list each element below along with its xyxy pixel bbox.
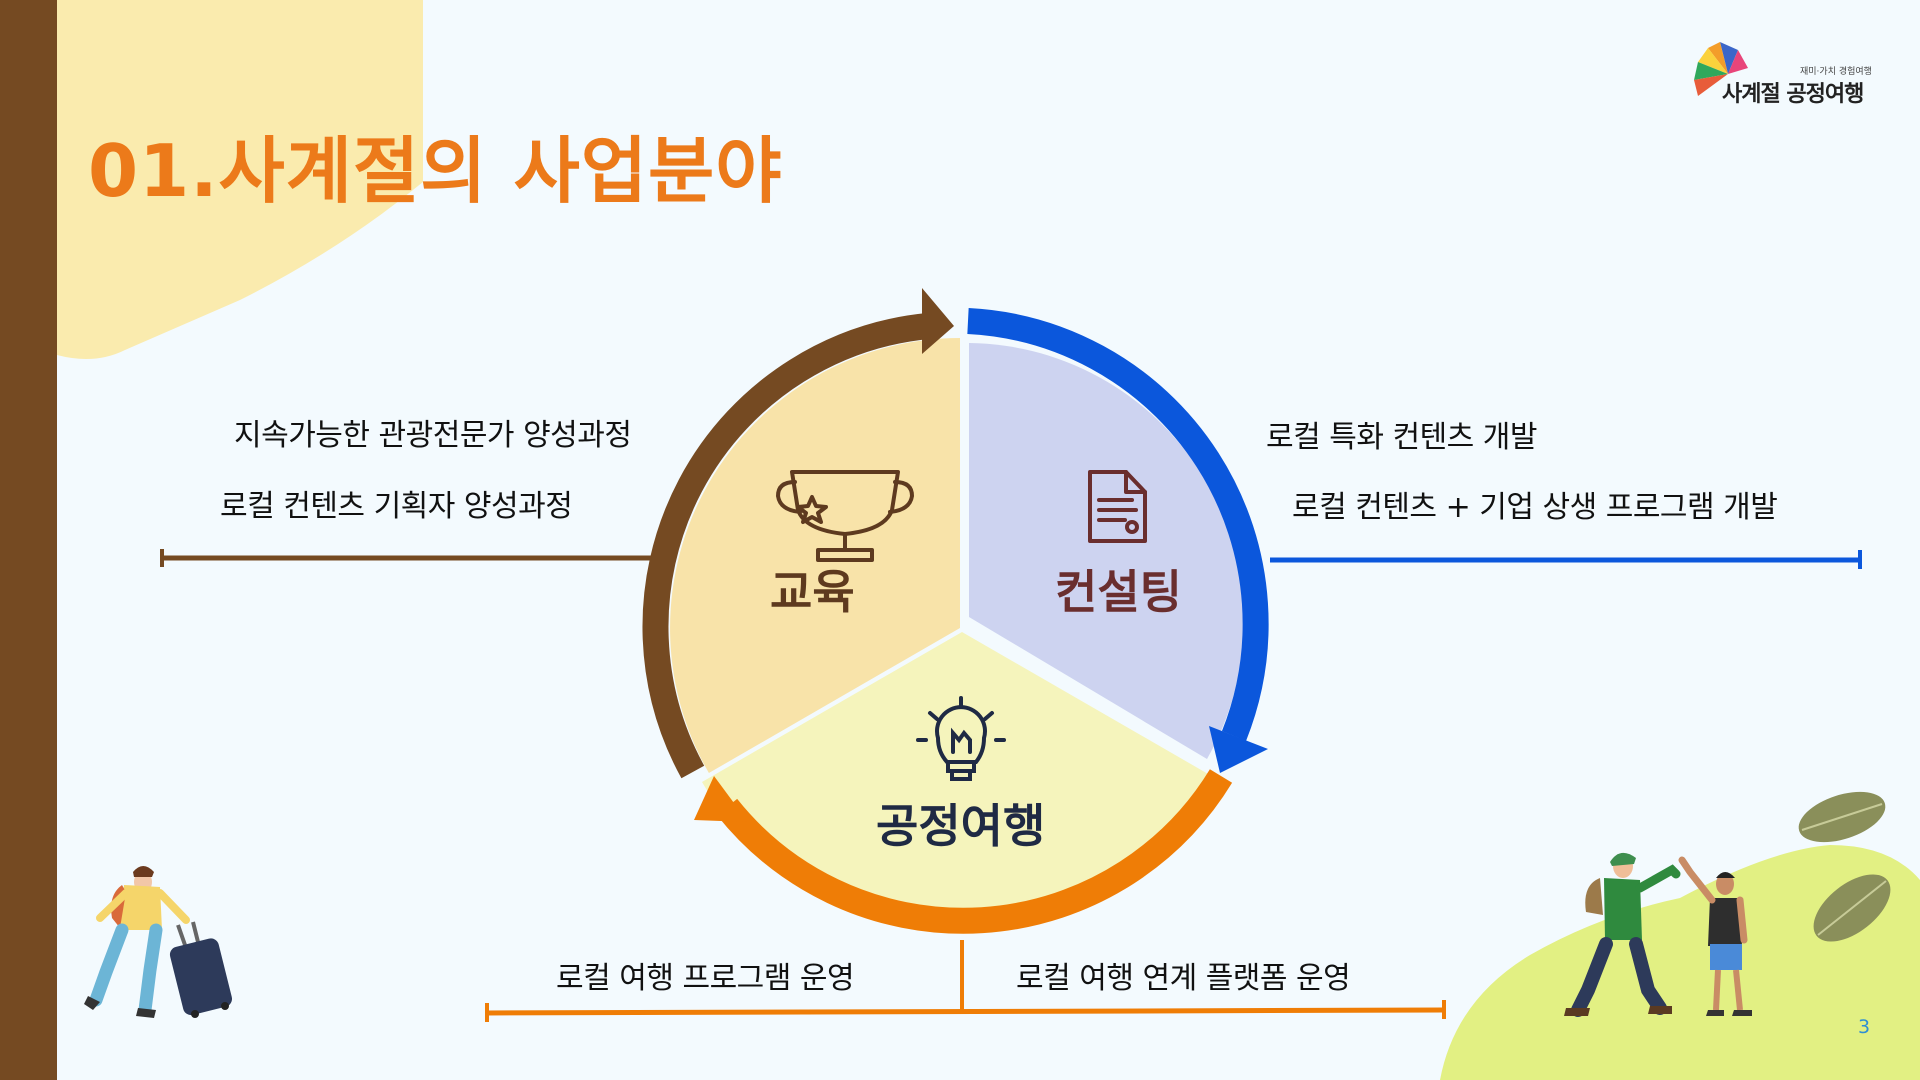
lightbulb-icon [916,696,1006,781]
arc-brown [642,313,930,779]
segment-label-education: 교육 [770,565,855,619]
segment-consulting [969,343,1244,759]
logo-subtitle: 재미·가치 경험여행 [1800,67,1872,77]
flower-logo-icon [1694,42,1748,96]
arc-orange [716,769,1233,934]
arc-blue [967,308,1269,741]
logo-name: 사계절 공정여행 [1722,82,1864,107]
segment-fair-travel [702,632,1222,933]
brand-logo: 재미·가치 경험여행 사계절 공정여행 [1690,40,1890,110]
document-icon [1088,470,1147,543]
arrow-blue [1209,726,1268,773]
page-title: 01.사계절의 사업분야 [88,129,783,213]
education-detail-2: 로컬 컨텐츠 기획자 양성과정 [220,489,573,524]
segment-label-consulting: 컨설팅 [1055,565,1182,619]
segment-label-fair-travel: 공정여행 [876,799,1046,853]
left-brown-bar [0,0,57,1080]
education-connector [160,549,657,567]
traveler-illustration [84,866,232,1018]
fair-travel-detail-1: 로컬 여행 프로그램 운영 [556,961,855,996]
arrow-brown [922,288,954,354]
consulting-detail-2: 로컬 컨텐츠 + 기업 상생 프로그램 개발 [1292,490,1778,525]
segment-education [670,338,960,773]
consulting-detail-1: 로컬 특화 컨텐츠 개발 [1266,420,1538,455]
leaf-icon [1798,791,1891,942]
fair-travel-detail-2: 로컬 여행 연계 플랫폼 운영 [1016,961,1351,996]
trophy-icon [776,470,914,562]
page-number: 3 [1858,1016,1871,1038]
hikers-illustration [1564,852,1752,1017]
education-detail-1: 지속가능한 관광전문가 양성과정 [234,418,632,453]
fair-travel-connector [485,940,1446,1022]
arrow-orange [694,776,748,822]
consulting-connector [1270,550,1862,569]
